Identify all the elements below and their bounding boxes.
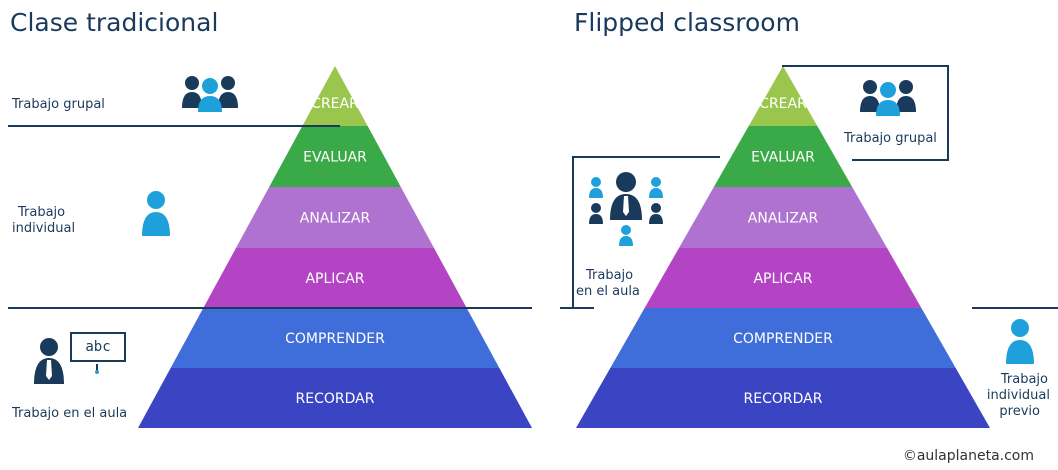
group-icon — [182, 76, 238, 112]
label-previo-1: Trabajo — [1000, 372, 1048, 387]
pyramid-level-analizar — [678, 187, 888, 248]
level-label-analizar: ANALIZAR — [300, 211, 371, 227]
pyramid-level-evaluar — [713, 126, 853, 187]
level-label-comprender: COMPRENDER — [285, 331, 385, 347]
level-label-aplicar: APLICAR — [753, 271, 812, 287]
pyramid-level-recordar — [138, 368, 532, 428]
level-label-crear: CREAR — [311, 96, 359, 112]
teacher-icon — [34, 338, 64, 384]
left-title: Clase tradicional — [10, 8, 219, 37]
person-icon — [1006, 319, 1034, 364]
label-trabajo-individual-1: Trabajo — [18, 205, 66, 220]
label-previo-3: previo — [999, 404, 1040, 419]
level-label-analizar: ANALIZAR — [748, 211, 819, 227]
right-pyramid: CREAR EVALUAR ANALIZAR APLICAR COMPRENDER REC… — [576, 66, 990, 428]
board-abc: abc — [70, 332, 126, 362]
pyramid-level-aplicar — [203, 248, 467, 308]
frame-trabajo-grupal — [782, 65, 949, 161]
level-label-aplicar: APLICAR — [305, 271, 364, 287]
label-trabajo-grupal-left: Trabajo grupal — [12, 97, 105, 112]
frame-trabajo-aula — [560, 156, 720, 309]
pyramid-level-crear — [302, 66, 368, 126]
label-trabajo-aula-1: Trabajo — [586, 268, 634, 283]
person-icon — [142, 191, 170, 236]
pyramid-level-analizar — [235, 187, 435, 248]
board-dot — [95, 370, 99, 374]
pyramid-level-evaluar — [269, 126, 401, 187]
pyramid-level-recordar — [576, 368, 990, 428]
level-label-comprender: COMPRENDER — [733, 331, 833, 347]
group-icon — [860, 80, 916, 116]
label-trabajo-en-el-aula-left: Trabajo en el aula — [12, 406, 128, 421]
label-trabajo-aula-2: en el aula — [576, 284, 640, 299]
level-label-recordar: RECORDAR — [296, 391, 375, 407]
level-label-evaluar: EVALUAR — [303, 150, 367, 166]
pyramid-level-aplicar — [644, 248, 922, 308]
pyramid-level-comprender — [170, 308, 500, 368]
label-trabajo-grupal-right: Trabajo grupal — [844, 131, 937, 146]
left-pyramid: CREAR EVALUAR ANALIZAR APLICAR COMPRENDER REC… — [138, 66, 532, 428]
right-title: Flipped classroom — [574, 8, 800, 37]
label-trabajo-individual-2: individual — [12, 221, 76, 236]
pyramid-level-comprender — [610, 308, 956, 368]
level-label-evaluar: EVALUAR — [751, 150, 815, 166]
classroom-icon — [589, 172, 663, 246]
credit: ©aulaplaneta.com — [902, 448, 1034, 464]
level-label-recordar: RECORDAR — [744, 391, 823, 407]
label-previo-2: individual — [986, 388, 1050, 403]
pyramid-level-crear — [748, 66, 818, 126]
level-label-crear: CREAR — [759, 96, 807, 112]
